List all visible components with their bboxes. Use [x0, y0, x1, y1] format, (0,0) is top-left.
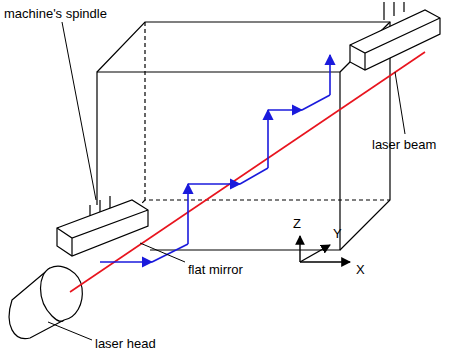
- flat-mirror: [57, 196, 148, 256]
- axis-label: Z: [293, 216, 301, 231]
- laser-beam: [70, 52, 425, 292]
- part-label: machine's spindle: [4, 6, 107, 21]
- part-label: laser head: [95, 336, 156, 351]
- measurement-path: [100, 55, 330, 262]
- axes: [300, 236, 350, 262]
- top-mirror: [350, 2, 440, 70]
- leader-lines: [48, 22, 405, 340]
- part-label: laser beam: [372, 137, 436, 152]
- axis-label: Y: [333, 226, 342, 241]
- part-label: flat mirror: [188, 262, 243, 277]
- axis-label: X: [356, 262, 365, 277]
- laser-head: [9, 266, 82, 338]
